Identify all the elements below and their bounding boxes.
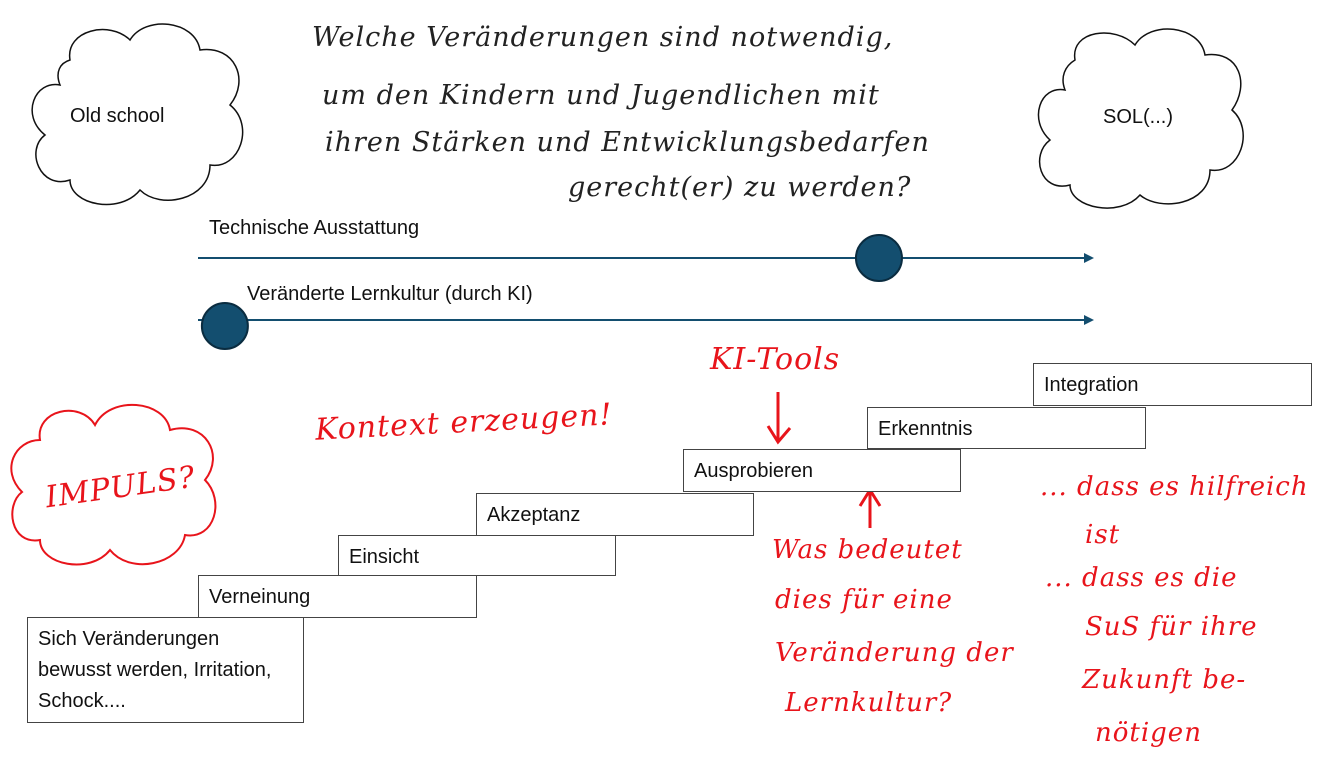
impuls-cloud-shape — [10, 403, 217, 566]
stair-step-7: Integration — [1033, 363, 1312, 406]
timeline-1-arrowhead — [1084, 253, 1094, 263]
reason-line-3: ... dass es die — [1045, 563, 1238, 593]
was-bedeutet-line-4: Lernkultur? — [785, 688, 953, 718]
was-bedeutet-line-1: Was bedeutet — [772, 535, 963, 565]
question-line-4: gerecht(er) zu werden? — [568, 172, 912, 203]
ki-tools-note: KI-Tools — [710, 342, 841, 377]
arrow-down-icon — [766, 392, 792, 445]
timeline-1-marker — [854, 234, 903, 282]
cloud-right-shape — [1037, 28, 1244, 209]
stair-step-6: Erkenntnis — [867, 407, 1146, 449]
was-bedeutet-line-2: dies für eine — [775, 585, 953, 615]
reason-line-2: ist — [1085, 520, 1121, 550]
question-line-2: um den Kindern und Jugendlichen mit — [322, 80, 880, 111]
reason-line-5: Zukunft be- — [1082, 665, 1247, 695]
question-line-1: Welche Veränderungen sind notwendig, — [312, 22, 894, 53]
stair-step-1: Sich Veränderungen bewusst werden, Irrit… — [27, 617, 304, 723]
was-bedeutet-line-3: Veränderung der — [775, 638, 1014, 668]
stair-step-5: Ausprobieren — [683, 449, 961, 492]
stair-step-3: Einsicht — [338, 535, 616, 576]
cloud-left-shape — [31, 23, 244, 206]
question-line-3: ihren Stärken und Entwicklungsbedarfen — [325, 127, 930, 158]
cloud-right-label: SOL(...) — [1103, 106, 1174, 128]
stair-step-4: Akzeptanz — [476, 493, 754, 536]
reason-line-6: nötigen — [1095, 718, 1202, 748]
arrow-up-icon — [858, 487, 882, 528]
reason-line-1: ... dass es hilfreich — [1040, 472, 1309, 502]
timeline-2-arrowhead — [1084, 315, 1094, 325]
timeline-2-marker — [200, 302, 249, 350]
reason-line-4: SuS für ihre — [1085, 612, 1258, 642]
timeline-1-label: Technische Ausstattung — [209, 217, 420, 239]
cloud-left-label: Old school — [70, 105, 165, 127]
stair-step-2: Verneinung — [198, 575, 477, 618]
timeline-2-label: Veränderte Lernkultur (durch KI) — [247, 283, 533, 305]
